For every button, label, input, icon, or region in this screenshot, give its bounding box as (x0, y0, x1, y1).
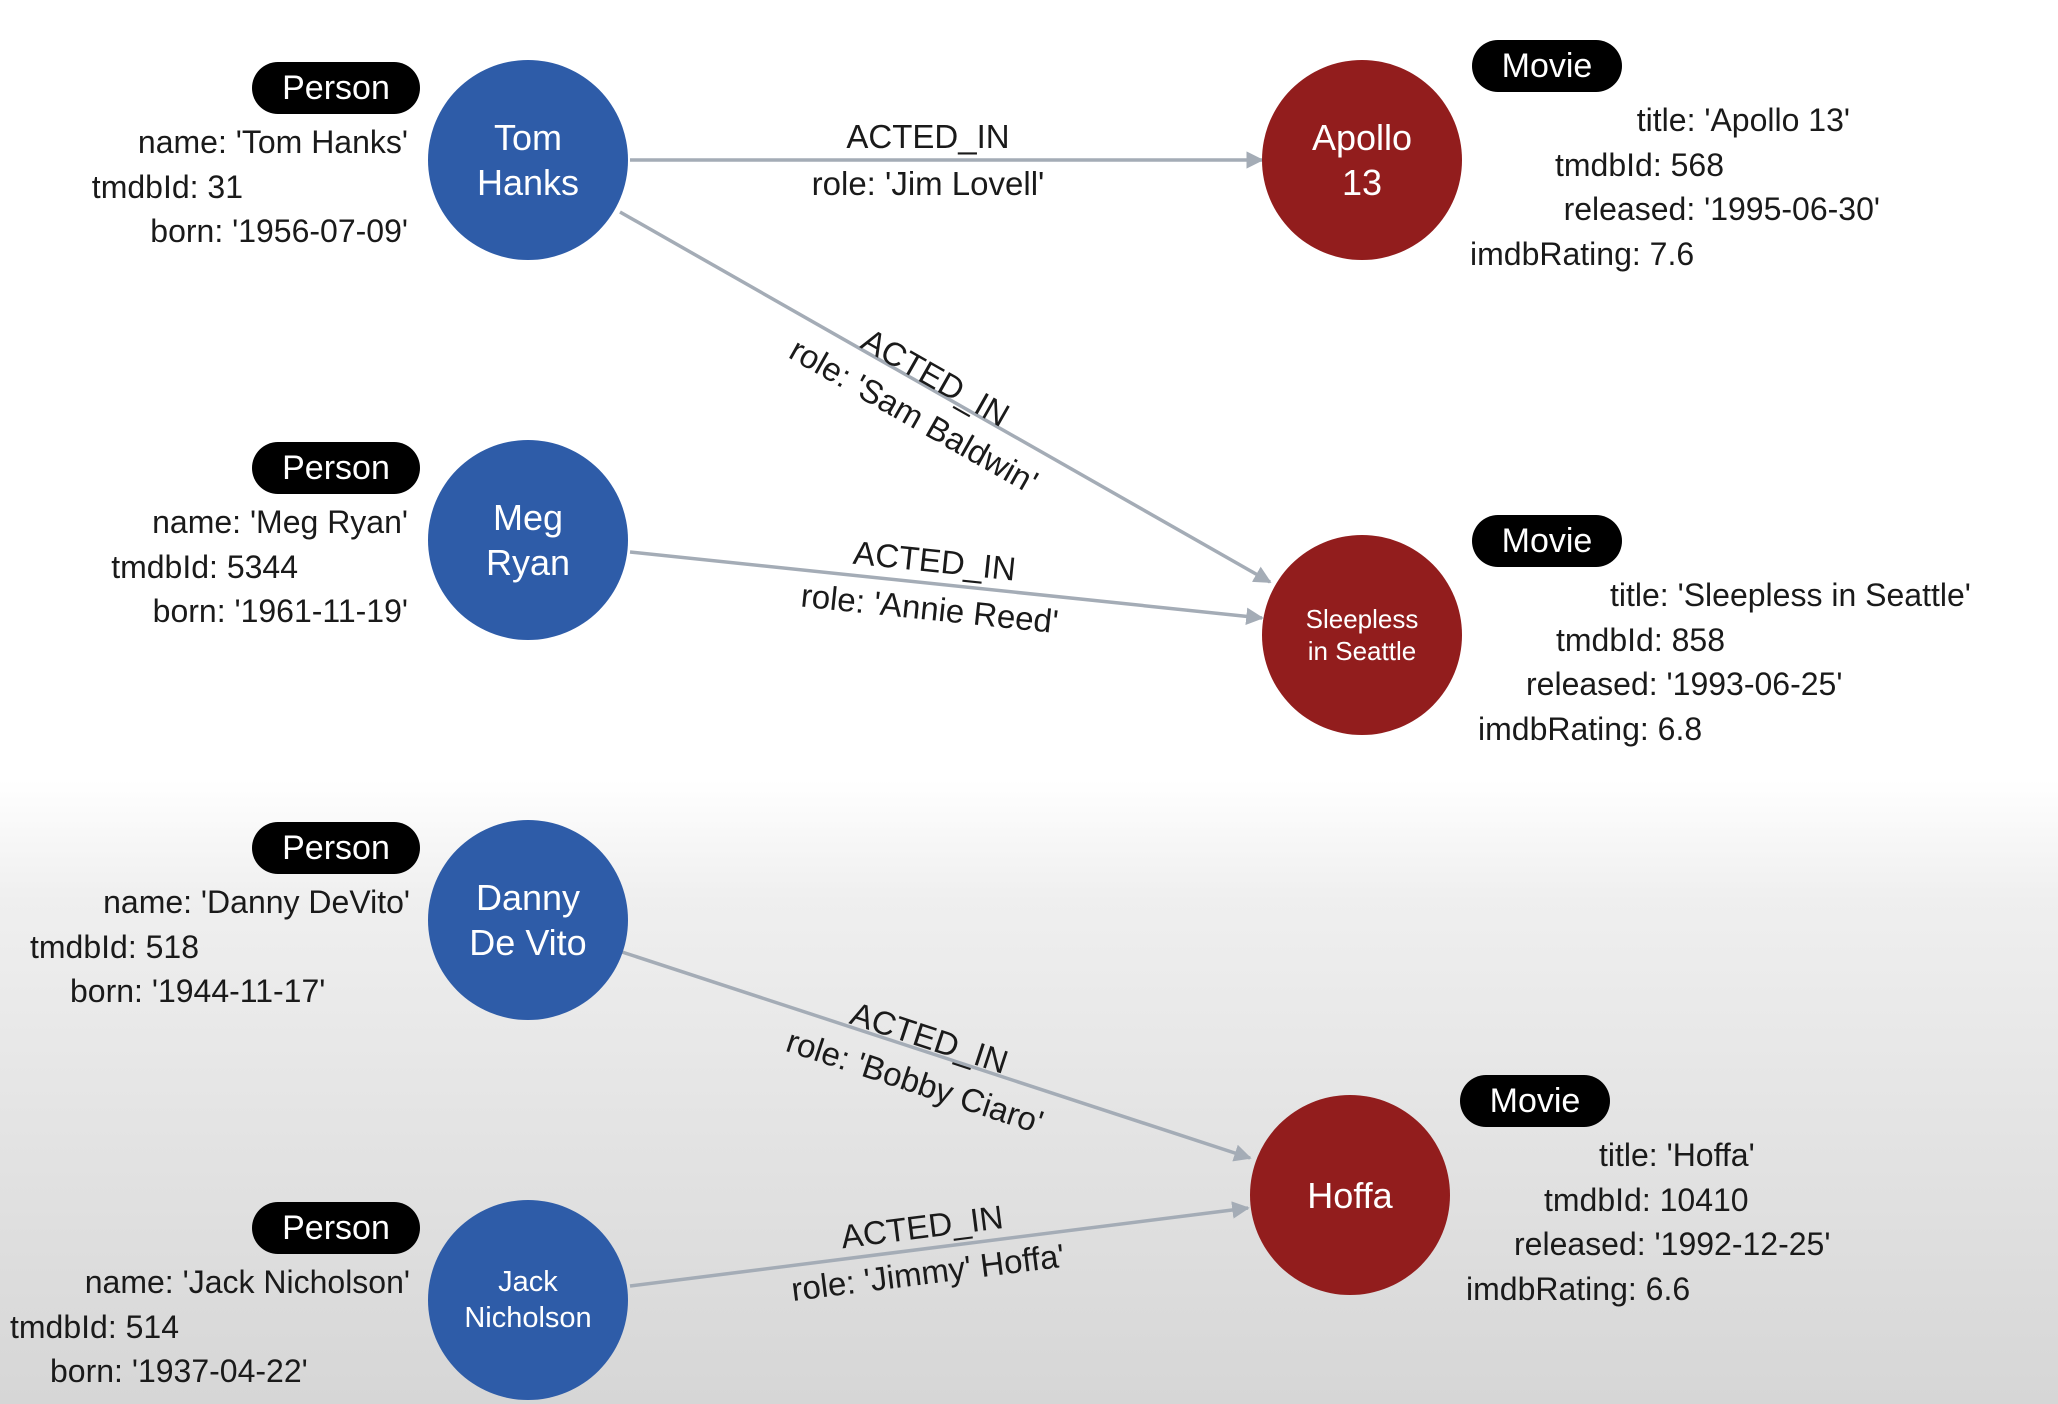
property-imdbrating: imdbRating: 7.6 (1470, 235, 1695, 272)
person-node-tom-hanks[interactable]: Tom Hanks (428, 60, 628, 260)
person-node-jack-nicholson[interactable]: Jack Nicholson (428, 1200, 628, 1400)
edge-tom-sleepless (619, 210, 1272, 584)
property-title: title: 'Apollo 13' (1636, 102, 1850, 138)
movie-properties: title: 'Sleepless in Seattle' tmdbId: 85… (1478, 573, 2053, 751)
edge-danny-hoffa (621, 950, 1252, 1162)
person-properties: name: 'Danny DeVito' tmdbId: 518 born: '… (0, 880, 420, 1014)
movie-properties: title: 'Hoffa' tmdbId: 10410 released: '… (1466, 1133, 1966, 1311)
property-name: name: 'Danny DeVito' (103, 884, 410, 920)
property-title: title: 'Sleepless in Seattle' (1610, 577, 1971, 613)
property-tmdbid: tmdbId: 858 (1556, 621, 1725, 658)
node-caption: Apollo 13 (1311, 117, 1413, 203)
person-node-meg-ryan[interactable]: Meg Ryan (428, 440, 628, 640)
node-caption: Jack Nicholson (464, 1265, 592, 1334)
property-born: born: '1937-04-22' (50, 1353, 308, 1389)
edge-type-label: ACTED_IN (846, 118, 1009, 155)
property-tmdbid: tmdbId: 10410 (1544, 1181, 1749, 1218)
movie-node-apollo-13[interactable]: Apollo 13 (1262, 60, 1462, 260)
property-born: born: '1956-07-09' (150, 213, 408, 249)
person-properties: name: 'Meg Ryan' tmdbId: 5344 born: '196… (111, 500, 408, 634)
person-properties: name: 'Tom Hanks' tmdbId: 31 born: '1956… (92, 120, 408, 254)
person-label-badge: Person (252, 442, 420, 494)
property-tmdbid: tmdbId: 514 (10, 1308, 179, 1345)
movie-node-hoffa[interactable]: Hoffa (1250, 1095, 1450, 1295)
edge-meg-sleepless (629, 550, 1264, 626)
property-born: born: '1961-11-19' (152, 593, 408, 629)
person-properties: name: 'Jack Nicholson' tmdbId: 514 born:… (0, 1260, 420, 1394)
property-tmdbid: tmdbId: 5344 (111, 548, 298, 585)
edge-role-label: role: 'Jim Lovell' (812, 165, 1045, 202)
node-caption: Danny De Vito (469, 877, 587, 963)
property-title: title: 'Hoffa' (1599, 1137, 1755, 1173)
edge-jack-hoffa (629, 1201, 1250, 1288)
property-name: name: 'Meg Ryan' (152, 504, 408, 540)
node-caption: Tom Hanks (476, 117, 580, 203)
property-name: name: 'Tom Hanks' (137, 124, 408, 160)
person-label-badge: Person (252, 1202, 420, 1254)
property-name: name: 'Jack Nicholson' (84, 1264, 410, 1300)
person-label-badge: Person (252, 822, 420, 874)
property-imdbrating: imdbRating: 6.6 (1466, 1270, 1691, 1307)
person-node-danny-devito[interactable]: Danny De Vito (428, 820, 628, 1020)
movie-label-badge: Movie (1472, 40, 1622, 92)
property-tmdbid: tmdbId: 568 (1555, 146, 1724, 183)
property-tmdbid: tmdbId: 518 (30, 928, 199, 965)
property-released: released: '1992-12-25' (1514, 1226, 1831, 1262)
person-label-badge: Person (252, 62, 420, 114)
node-caption: Sleepless in Seattle (1305, 603, 1419, 667)
edge-role-label: role: 'Annie Reed' (799, 577, 1060, 641)
node-caption: Meg Ryan (485, 497, 571, 583)
property-tmdbid: tmdbId: 31 (91, 168, 243, 205)
movie-properties: title: 'Apollo 13' tmdbId: 568 released:… (1470, 98, 1880, 276)
movie-label-badge: Movie (1472, 515, 1622, 567)
property-released: released: '1993-06-25' (1526, 666, 1843, 702)
node-caption: Hoffa (1307, 1174, 1393, 1216)
movie-label-badge: Movie (1460, 1075, 1610, 1127)
property-imdbrating: imdbRating: 6.8 (1478, 710, 1703, 747)
property-released: released: '1995-06-30' (1563, 191, 1880, 227)
movie-node-sleepless-in-seattle[interactable]: Sleepless in Seattle (1262, 535, 1462, 735)
property-born: born: '1944-11-17' (70, 973, 326, 1009)
